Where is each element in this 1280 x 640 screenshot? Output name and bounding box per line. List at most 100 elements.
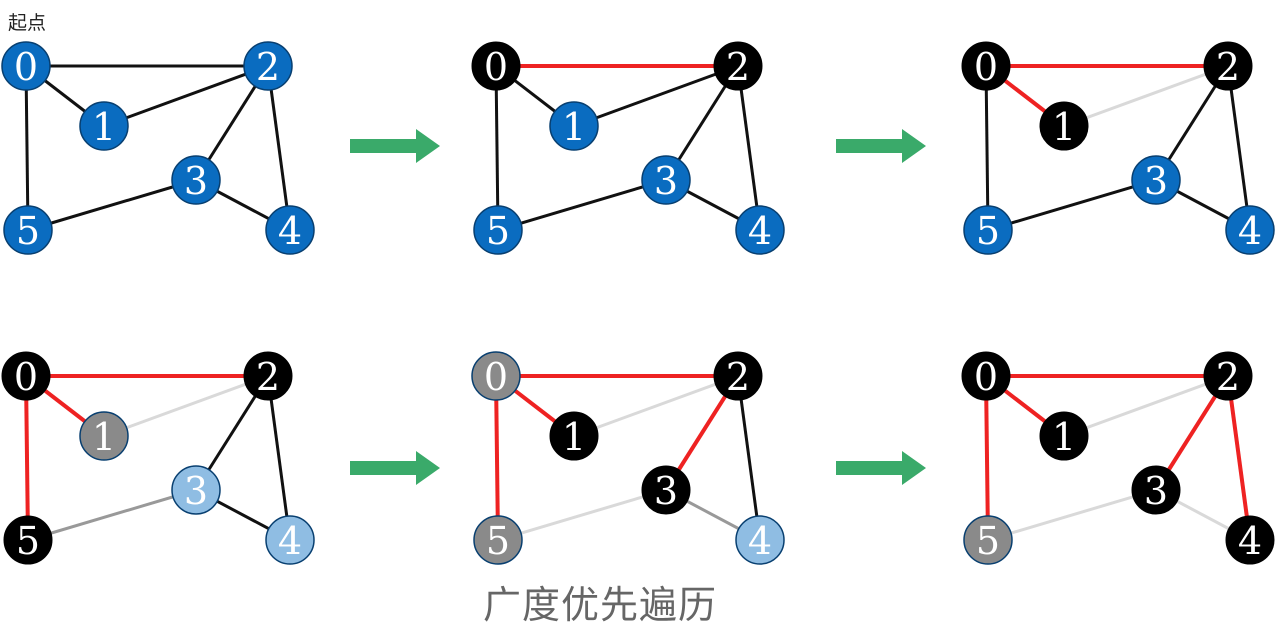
node-label: 4 [748, 519, 772, 563]
edge-p1-3-5 [497, 178, 667, 232]
node-label: 1 [1052, 415, 1076, 459]
node-label: 2 [726, 45, 750, 89]
node-circle [471, 41, 521, 91]
node-p2-0: 0 [961, 41, 1011, 91]
node-label: 1 [1052, 105, 1076, 149]
node-p3-1: 1 [79, 411, 129, 461]
node-p5-2: 2 [1203, 351, 1253, 401]
edge-p2-0-5 [984, 65, 990, 231]
node-circle [641, 155, 691, 205]
node-p1-5: 5 [473, 205, 523, 255]
node-label: 4 [1238, 519, 1262, 563]
edge-p0-0-5 [24, 65, 30, 231]
node-p0-5: 5 [3, 205, 53, 255]
node-label: 2 [256, 355, 280, 399]
step-arrow-1 [836, 129, 926, 163]
node-label: 5 [486, 519, 510, 563]
node-label: 4 [748, 209, 772, 253]
edge-p4-1-2 [573, 374, 739, 438]
node-circle [3, 515, 53, 565]
node-circle [1, 351, 51, 401]
node-label: 4 [278, 519, 302, 563]
node-circle [1203, 351, 1253, 401]
node-circle [713, 41, 763, 91]
edge-p3-3-5 [27, 488, 197, 542]
node-p0-4: 4 [265, 205, 315, 255]
node-label: 3 [1144, 469, 1168, 513]
edge-p5-1-2 [1063, 374, 1229, 438]
node-label: 5 [976, 209, 1000, 253]
node-circle [79, 101, 129, 151]
node-p4-0: 0 [471, 351, 521, 401]
node-p1-4: 4 [735, 205, 785, 255]
arrows-layer [350, 129, 926, 485]
node-label: 0 [974, 45, 998, 89]
node-label: 5 [16, 519, 40, 563]
node-circle [641, 465, 691, 515]
step-arrow-3 [836, 451, 926, 485]
node-circle [1, 41, 51, 91]
node-circle [963, 515, 1013, 565]
edge-p5-0-5 [984, 375, 990, 541]
node-p3-0: 0 [1, 351, 51, 401]
node-p5-0: 0 [961, 351, 1011, 401]
node-circle [963, 205, 1013, 255]
edge-p2-1-2 [1063, 64, 1229, 128]
node-p0-0: 0 [1, 41, 51, 91]
node-circle [1203, 41, 1253, 91]
node-label: 1 [92, 415, 116, 459]
node-p3-3: 3 [171, 465, 221, 515]
start-label: 起点 [8, 12, 47, 34]
node-circle [713, 351, 763, 401]
step-arrow-0 [350, 129, 440, 163]
node-label: 2 [1216, 355, 1240, 399]
node-p0-3: 3 [171, 155, 221, 205]
node-label: 1 [92, 105, 116, 149]
node-label: 4 [1238, 209, 1262, 253]
node-circle [79, 411, 129, 461]
node-circle [471, 351, 521, 401]
node-label: 0 [974, 355, 998, 399]
node-p0-2: 2 [243, 41, 293, 91]
node-label: 5 [16, 209, 40, 253]
node-p4-2: 2 [713, 351, 763, 401]
node-label: 0 [484, 355, 508, 399]
node-label: 0 [14, 355, 38, 399]
node-circle [961, 351, 1011, 401]
node-p4-1: 1 [549, 411, 599, 461]
edge-p3-0-5 [24, 375, 30, 541]
node-p3-5: 5 [3, 515, 53, 565]
step-arrow-2 [350, 451, 440, 485]
edge-p1-2-4 [736, 65, 762, 231]
node-label: 2 [726, 355, 750, 399]
node-label: 3 [184, 469, 208, 513]
node-label: 3 [184, 159, 208, 203]
node-p1-3: 3 [641, 155, 691, 205]
node-p1-1: 1 [549, 101, 599, 151]
diagram-caption: 广度优先遍历 [482, 583, 717, 627]
node-circle [243, 351, 293, 401]
node-circle [171, 155, 221, 205]
node-p2-3: 3 [1131, 155, 1181, 205]
node-circle [735, 515, 785, 565]
node-circle [1039, 101, 1089, 151]
edge-p4-0-5 [494, 375, 500, 541]
node-circle [549, 101, 599, 151]
node-p2-4: 4 [1225, 205, 1275, 255]
node-label: 3 [654, 469, 678, 513]
node-p1-0: 0 [471, 41, 521, 91]
node-label: 3 [654, 159, 678, 203]
node-label: 0 [14, 45, 38, 89]
edge-p0-3-5 [27, 178, 197, 232]
node-label: 5 [976, 519, 1000, 563]
node-circle [735, 205, 785, 255]
node-circle [1039, 411, 1089, 461]
node-circle [171, 465, 221, 515]
node-label: 4 [278, 209, 302, 253]
node-circle [1131, 155, 1181, 205]
node-label: 2 [1216, 45, 1240, 89]
node-p4-3: 3 [641, 465, 691, 515]
node-p1-2: 2 [713, 41, 763, 91]
node-p3-2: 2 [243, 351, 293, 401]
